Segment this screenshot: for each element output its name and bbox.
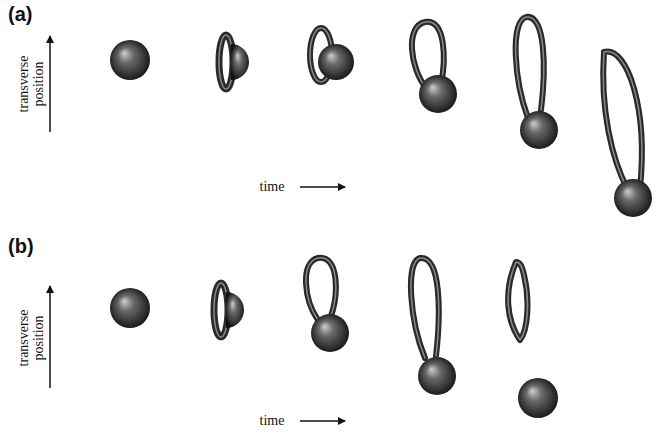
sphere [419, 75, 457, 113]
sphere [518, 378, 558, 418]
loop [603, 52, 642, 190]
axis-arrow [49, 36, 51, 132]
sphere [418, 357, 456, 395]
loop-sheen [306, 258, 336, 320]
sphere [318, 44, 354, 80]
axis-label: transverse position [17, 48, 46, 120]
loop [516, 17, 544, 118]
loop [306, 258, 336, 320]
loop-sheen [516, 17, 544, 118]
ring-sheen [219, 35, 233, 89]
sphere [614, 179, 652, 217]
panel-label: (a) [8, 4, 32, 25]
sphere [110, 288, 150, 328]
axis-label: time [260, 414, 285, 429]
panel-label: (b) [8, 236, 34, 257]
sphere [520, 111, 558, 149]
loop-sheen [508, 262, 527, 340]
axis-label: transverse position [17, 302, 46, 374]
axis-label: time [260, 180, 285, 195]
loop [508, 262, 527, 340]
axis-arrow [49, 286, 51, 388]
loop-sheen [411, 258, 439, 358]
sphere [110, 40, 150, 80]
ring-sheen [214, 283, 228, 337]
time-arrow [300, 420, 345, 422]
dome [231, 44, 249, 80]
dome [226, 292, 244, 328]
sphere [311, 314, 349, 352]
time-arrow [300, 186, 345, 188]
ring [214, 283, 228, 337]
loop-sheen [603, 52, 642, 190]
loop [411, 258, 439, 358]
ring [219, 35, 233, 89]
